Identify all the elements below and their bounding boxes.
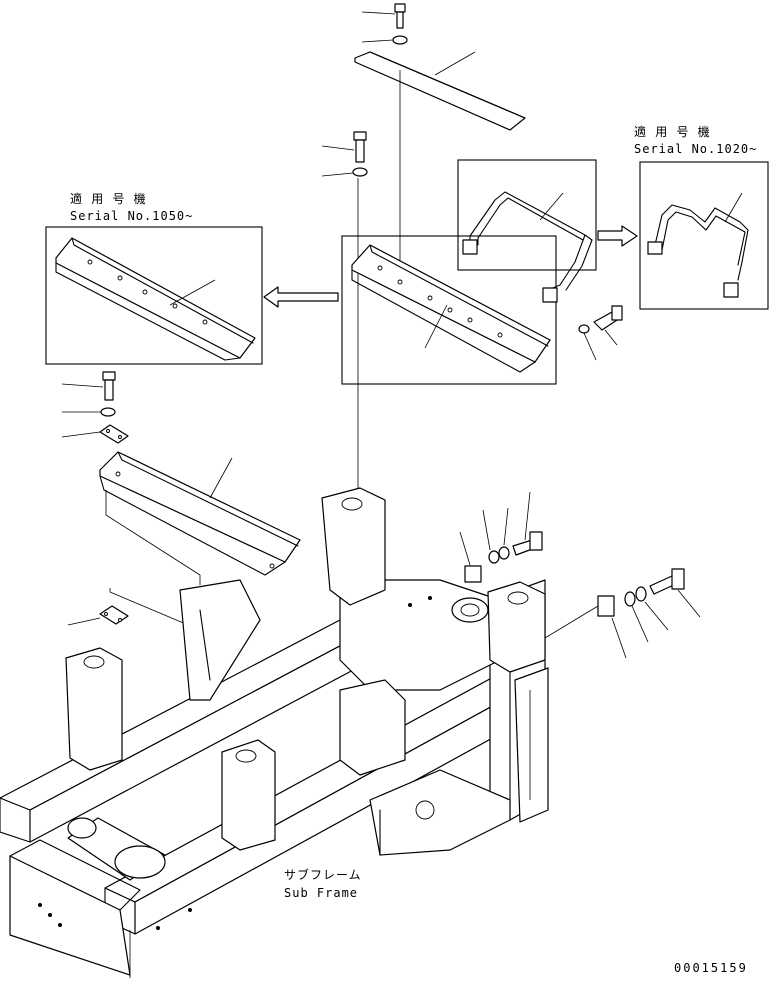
serial-1050-bracket	[55, 237, 256, 361]
sub-frame-en-label: Sub Frame	[284, 886, 359, 900]
center-washer	[321, 167, 368, 177]
center-detail-box	[341, 235, 557, 385]
side-bolt-washer	[578, 305, 623, 361]
serial-1020-bracket	[647, 192, 749, 298]
left-clip-plate	[61, 424, 129, 444]
serial-1020-jp-label: 適 用 号 機	[634, 125, 711, 139]
center-bolt	[321, 131, 367, 163]
top-washer	[361, 35, 408, 45]
serial-1050-serial-label: Serial No.1050~	[70, 209, 194, 223]
arrow-left	[263, 286, 339, 308]
top-bolt	[361, 3, 406, 29]
leader-lower-clip	[109, 588, 201, 631]
right-plate-stack	[459, 491, 543, 583]
lower-left-clip	[67, 605, 129, 626]
serial-1020-serial-label: Serial No.1020~	[634, 142, 758, 156]
lower-cover-bracket	[99, 451, 301, 576]
far-right-plate-stack	[544, 568, 701, 659]
serial-1050-detail-box	[45, 226, 263, 365]
sub-frame-jp-label: サブフレーム	[284, 868, 362, 882]
left-bolt	[61, 371, 116, 401]
cross-bracket	[462, 191, 593, 303]
sub-frame	[0, 487, 549, 976]
arrow-right	[597, 225, 638, 247]
leader-lower-cover	[105, 490, 201, 585]
center-bracket	[351, 244, 551, 373]
serial-1020-detail-box	[639, 161, 769, 310]
left-washer	[62, 407, 116, 417]
serial-1050-jp-label: 適 用 号 機	[70, 192, 147, 206]
cross-bracket-detail-box	[457, 159, 597, 271]
top-cover-plate	[354, 51, 526, 131]
drawing-number: 00015159	[674, 961, 748, 975]
